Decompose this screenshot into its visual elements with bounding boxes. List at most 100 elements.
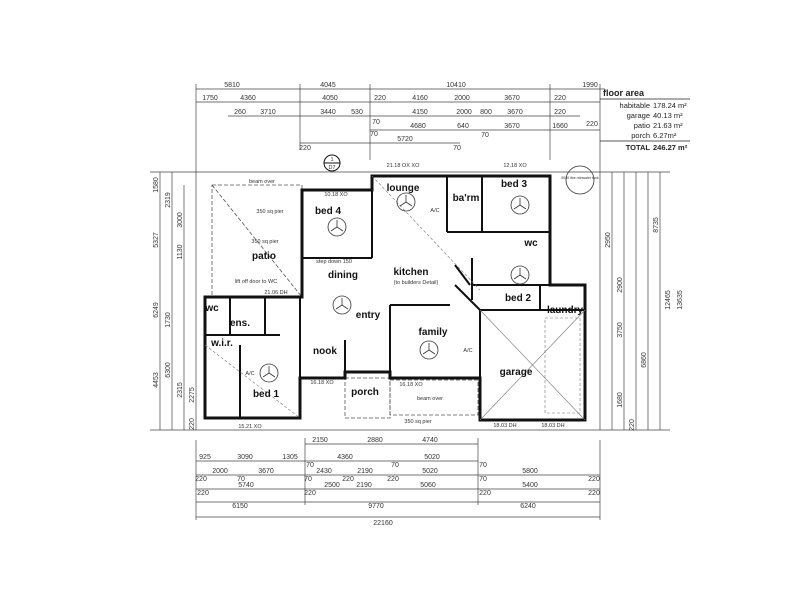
floor-area-table: floor area habitable 178.24 m² garage 40… — [600, 88, 690, 152]
dim: 220 — [387, 476, 399, 483]
note-beam-over: beam over — [249, 179, 275, 185]
dim: 800 — [480, 109, 492, 116]
dim: 1990 — [582, 82, 598, 89]
section-marker — [323, 154, 341, 172]
room-dining: dining — [328, 270, 358, 281]
side-dimension-lines — [150, 171, 670, 431]
area-label: garage — [627, 111, 650, 120]
dim: 70 — [304, 476, 312, 483]
dim: 1130 — [177, 244, 184, 259]
note-ac-bed1: A/C — [245, 371, 254, 377]
area-value: 178.24 m² — [653, 101, 687, 110]
dim: 220 — [374, 95, 386, 102]
note-lift-off-door: lift off door to WC — [235, 279, 277, 285]
walls — [203, 174, 587, 422]
dim: 70 — [370, 131, 378, 138]
room-bed1: bed 1 — [253, 389, 280, 400]
dim: 2190 — [357, 468, 373, 475]
dim: 5800 — [522, 468, 538, 475]
window-patio: 21.06 DH — [264, 290, 287, 296]
dim: 22160 — [373, 520, 393, 527]
dim: 6860 — [641, 352, 648, 368]
room-wir: w.i.r. — [210, 338, 233, 349]
dim: 3670 — [507, 109, 523, 116]
dim: 2190 — [356, 482, 372, 489]
note-pier-2: 350 sq pier — [251, 239, 278, 245]
dim: 5020 — [424, 454, 440, 461]
room-labels: patio bed 4 dining lounge ba'rm bed 3 wc… — [204, 179, 583, 400]
dim: 4050 — [322, 95, 338, 102]
room-bed3: bed 3 — [501, 179, 528, 190]
dim: 70 — [391, 462, 399, 469]
dim: 70 — [372, 119, 380, 126]
dim: 2900 — [617, 277, 624, 293]
dim: 3670 — [504, 123, 520, 130]
window-nook: 16.18 XO — [310, 380, 334, 386]
note-beam-over-porch: beam over — [417, 396, 443, 402]
dim: 220 — [195, 476, 207, 483]
dim: 260 — [234, 109, 246, 116]
room-patio: patio — [252, 251, 276, 262]
dim: 4150 — [412, 109, 428, 116]
area-label: patio — [634, 121, 650, 130]
dim: 220 — [189, 418, 196, 430]
window-bed3: 12.18 XO — [503, 163, 527, 169]
dim: 3090 — [237, 454, 253, 461]
dim: 70 — [306, 462, 314, 469]
right-dimensions: 2950 8735 12465 13635 2900 3750 6860 168… — [605, 217, 684, 431]
room-bed2: bed 2 — [505, 293, 532, 304]
dim: 3710 — [260, 109, 276, 116]
fan-icon — [327, 217, 347, 237]
dim: 5060 — [420, 482, 436, 489]
dim: 220 — [588, 490, 600, 497]
note-step-down: step down 150 — [316, 259, 352, 265]
fan-icon — [332, 295, 352, 315]
room-wc: wc — [523, 238, 538, 249]
room-bathroom: ba'rm — [453, 193, 480, 204]
dim: 2150 — [312, 437, 328, 444]
dim: 6240 — [520, 503, 536, 510]
fan-icon — [259, 363, 279, 383]
room-bed4: bed 4 — [315, 206, 342, 217]
dim: 1660 — [552, 123, 568, 130]
dim: 220 — [586, 121, 598, 128]
note-pier-porch: 350 sq pier — [404, 419, 431, 425]
plan-notes: beam over 350 sq pier 350 sq pier lift o… — [235, 163, 565, 430]
total-label: TOTAL — [626, 143, 651, 152]
dim: 70 — [479, 462, 487, 469]
room-laundry: laundry — [547, 305, 584, 316]
dim: 220 — [554, 95, 566, 102]
dim: 8735 — [653, 217, 660, 233]
dim: 4160 — [412, 95, 428, 102]
dim: 220 — [479, 490, 491, 497]
dim: 220 — [304, 490, 316, 497]
dim: 2319 — [165, 192, 172, 208]
section-marker-sheet: D7 — [328, 165, 335, 171]
dim: 530 — [351, 109, 363, 116]
bottom-dimension-lines — [195, 438, 601, 520]
room-porch: porch — [351, 387, 379, 398]
dim: 1680 — [617, 392, 624, 408]
dim: 3750 — [617, 322, 624, 338]
fan-icon — [419, 340, 439, 360]
dim: 4360 — [240, 95, 256, 102]
area-value: 40.13 m² — [653, 111, 683, 120]
dim: 2315 — [177, 382, 184, 398]
dim: 3000 — [177, 212, 184, 228]
dim: 5810 — [224, 82, 240, 89]
area-label: habitable — [620, 101, 650, 110]
room-ensuite-wc: wc — [204, 303, 219, 314]
dim: 70 — [481, 132, 489, 139]
dim: 4360 — [337, 454, 353, 461]
interior-walls — [205, 176, 585, 418]
window-garage-2: 18.03 DH — [541, 423, 564, 429]
dim: 220 — [588, 476, 600, 483]
window-lounge: 21.18 OX XO — [387, 163, 420, 169]
dim: 2880 — [367, 437, 383, 444]
fan-icon — [510, 265, 530, 285]
dim: 70 — [453, 145, 461, 152]
dim: 6300 — [165, 362, 172, 378]
dim: 3670 — [258, 468, 274, 475]
dim: 5020 — [422, 468, 438, 475]
